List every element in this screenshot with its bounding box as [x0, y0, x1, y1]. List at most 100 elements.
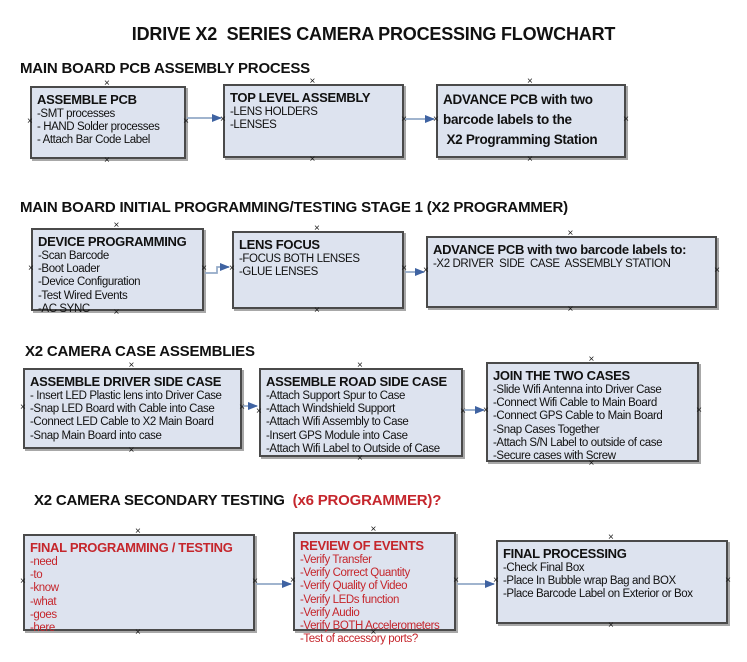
box-item: -Attach Wifi Assembly to Case	[266, 416, 409, 429]
anchor-handle-icon: ×	[135, 526, 141, 537]
box-item: -AC SYNC	[38, 302, 90, 315]
anchor-handle-icon: ×	[201, 262, 207, 274]
box-item: -Verify LEDs function	[300, 593, 399, 606]
anchor-handle-icon: ×	[714, 265, 720, 276]
anchor-handle-icon: ×	[460, 405, 466, 417]
box-item: -Check Final Box	[503, 562, 585, 574]
anchor-handle-icon: ×	[725, 575, 731, 586]
anchor-handle-icon: ×	[256, 405, 262, 417]
box-item: -Insert GPS Module into Case	[266, 429, 408, 442]
flow-box-final-programming-testing[interactable]: ×××× FINAL PROGRAMMING / TESTING -need -…	[20, 527, 258, 638]
flow-box-advance-pcb-programming-station[interactable]: × × × × ADVANCE PCB with two barcode labels…	[433, 77, 629, 165]
anchor-handle-icon: ×	[588, 354, 595, 365]
flow-box-advance-pcb-driver-side-station[interactable]: ×××× ADVANCE PCB with two barcode labels…	[423, 229, 720, 315]
anchor-handle-icon: ×	[608, 532, 614, 543]
anchor-handle-icon: ×	[314, 223, 320, 234]
anchor-handle-icon: ×	[370, 524, 377, 535]
box-item: -Verify BOTH Accelerometers	[300, 620, 440, 633]
box-item: -Boot Loader	[38, 263, 100, 276]
anchor-handle-icon: ×	[608, 620, 614, 631]
box-title: ASSEMBLE ROAD SIDE CASE	[266, 374, 447, 389]
anchor-handle-icon: ×	[104, 155, 110, 166]
box-item: -to	[30, 569, 43, 582]
box-item: -Snap Main Board into case	[30, 429, 162, 442]
anchor-handle-icon: ×	[128, 360, 135, 371]
page-title: IDRIVE X2 SERIES CAMERA PROCESSING FLOWC…	[131, 24, 616, 44]
box-item: -Device Configuration	[38, 276, 141, 289]
box-item: -SMT processes	[37, 108, 115, 120]
anchor-handle-icon: ×	[567, 228, 574, 239]
box-item: -Verify Audio	[300, 606, 360, 619]
anchor-handle-icon: ×	[239, 401, 245, 413]
box-title: DEVICE PROGRAMMING	[38, 234, 187, 249]
anchor-handle-icon: ×	[401, 114, 407, 125]
flow-box-top-level-assembly[interactable]: ×××× TOP LEVEL ASSEMBLY -LENS HOLDERS -L…	[220, 77, 407, 165]
heading-black-part: X2 CAMERA SECONDARY TESTING	[34, 492, 289, 509]
box-item: -Verify Quality of Video	[300, 580, 408, 593]
box-item: -GLUE LENSES	[239, 266, 318, 279]
box-item-overflowing: -Test of accessory ports?	[300, 633, 418, 646]
box-item: -Snap LED Board with Cable into Case	[30, 403, 215, 416]
box-item: -Place In Bubble wrap Bag and BOX	[503, 575, 676, 588]
anchor-handle-icon: ×	[433, 114, 439, 125]
box-title: REVIEW OF EVENTS	[300, 538, 424, 553]
flow-box-device-programming[interactable]: ×××× DEVICE PROGRAMMING -Scan Barcode -B…	[28, 221, 207, 318]
flow-box-final-processing[interactable]: ×××× FINAL PROCESSING -Check Final Box -…	[493, 533, 731, 631]
anchor-handle-icon: ×	[183, 115, 189, 127]
box-item: -know	[30, 582, 59, 595]
anchor-handle-icon: ×	[623, 114, 629, 125]
box-item: -FOCUS BOTH LENSES	[239, 253, 360, 265]
box-item: -Place Barcode Label on Exterior or Box	[503, 588, 693, 601]
box-title: TOP LEVEL ASSEMBLY	[230, 90, 371, 105]
flow-box-assemble-road-side-case[interactable]: ×××× ASSEMBLE ROAD SIDE CASE -Attach Sup…	[256, 361, 466, 464]
heading-red-part: (x6 PROGRAMMER)?	[288, 492, 442, 509]
anchor-handle-icon: ×	[314, 305, 320, 316]
box-item: -goes	[30, 608, 57, 621]
section-heading-initial-programming: MAIN BOARD INITIAL PROGRAMMING/TESTING S…	[20, 199, 568, 216]
anchor-handle-icon: ×	[527, 154, 533, 165]
flow-box-assemble-driver-side-case[interactable]: ×××× ASSEMBLE DRIVER SIDE CASE - Insert …	[20, 361, 245, 456]
anchor-handle-icon: ×	[527, 76, 533, 87]
anchor-handle-icon: ×	[128, 445, 135, 456]
section-heading-secondary-testing: X2 CAMERA SECONDARY TESTING (x6 PROGRAMM…	[34, 492, 441, 509]
box-item: -Connect GPS Cable to Main Board	[493, 410, 663, 423]
anchor-handle-icon: ×	[696, 405, 702, 416]
flow-box-join-the-two-cases[interactable]: ×××× JOIN THE TWO CASES -Slide Wifi Ante…	[483, 355, 702, 469]
box-item: -need	[30, 556, 58, 568]
anchor-handle-icon: ×	[309, 154, 316, 165]
box-item: -Test Wired Events	[38, 289, 128, 302]
flow-box-review-of-events[interactable]: ×××× REVIEW OF EVENTS -Verify Transfer -…	[290, 525, 459, 646]
box-item: - Insert LED Plastic lens into Driver Ca…	[30, 390, 222, 402]
anchor-handle-icon: ×	[290, 574, 296, 586]
connector-arrow[interactable]	[205, 263, 230, 274]
box-item: -Attach Wifi Label to Outside of Case	[266, 442, 440, 455]
box-item: -Connect Wifi Cable to Main Board	[493, 397, 657, 410]
anchor-handle-icon: ×	[252, 575, 258, 587]
box-item: -Scan Barcode	[38, 250, 109, 262]
section-heading-pcb-assembly: MAIN BOARD PCB ASSEMBLY PROCESS	[20, 60, 310, 77]
box-item: -Attach S/N Label to outside of case	[493, 436, 663, 449]
flow-box-lens-focus[interactable]: ×××× LENS FOCUS -FOCUS BOTH LENSES -GLUE…	[229, 224, 407, 316]
anchor-handle-icon: ×	[453, 574, 459, 586]
anchor-handle-icon: ×	[113, 220, 120, 231]
flow-box-assemble-pcb[interactable]: ×××× ASSEMBLE PCB -SMT processes - HAND …	[27, 79, 189, 166]
box-title: ASSEMBLE DRIVER SIDE CASE	[30, 374, 222, 389]
anchor-handle-icon: ×	[483, 405, 489, 416]
anchor-handle-icon: ×	[567, 304, 574, 315]
anchor-handle-icon: ×	[220, 114, 226, 125]
box-item: -Verify Transfer	[300, 554, 372, 566]
box-title: ADVANCE PCB with two barcode labels to t…	[443, 92, 598, 147]
box-title: ASSEMBLE PCB	[37, 92, 137, 107]
box-title: FINAL PROCESSING	[503, 546, 627, 561]
box-item: -here	[30, 622, 55, 635]
box-item: - HAND Solder processes	[37, 121, 160, 134]
box-item: -X2 DRIVER SIDE CASE ASSEMBLY STATION	[433, 258, 671, 270]
anchor-handle-icon: ×	[357, 360, 363, 371]
box-item: -Connect LED Cable to X2 Main Board	[30, 416, 214, 429]
box-title: LENS FOCUS	[239, 237, 320, 252]
anchor-handle-icon: ×	[28, 262, 34, 274]
box-item: -Attach Support Spur to Case	[266, 390, 406, 402]
box-item: -Snap Cases Together	[493, 423, 600, 436]
box-title: ADVANCE PCB with two barcode labels to:	[433, 242, 687, 257]
